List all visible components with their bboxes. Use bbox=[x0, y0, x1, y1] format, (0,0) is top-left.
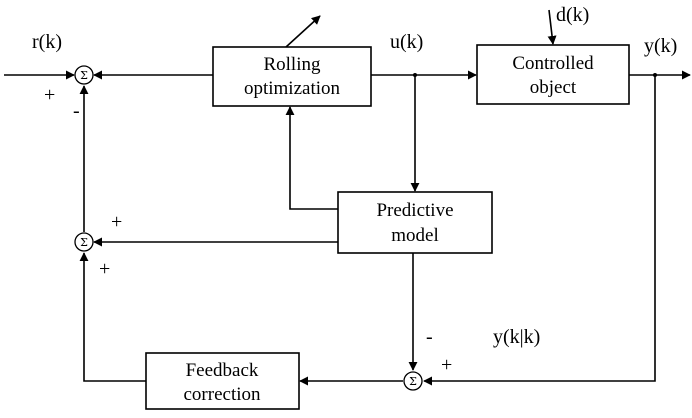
top-sum-minus-sign: - bbox=[73, 100, 80, 122]
feedback-correction-label-line2: correction bbox=[183, 384, 261, 405]
middle-sum-plus-sign-right: + bbox=[111, 211, 122, 233]
controlled-object-label-line1: Controlled bbox=[512, 53, 594, 74]
summing-junction-bottom: Σ bbox=[403, 371, 423, 391]
output-branch-point bbox=[653, 73, 657, 77]
output-feedback-arrow bbox=[423, 75, 656, 386]
rolling-optimization-label-line2: optimization bbox=[244, 78, 341, 99]
feedback-correction-label-line1: Feedback bbox=[186, 360, 259, 381]
summing-junction-bottom-symbol: Σ bbox=[409, 375, 417, 388]
summing-junction-top-symbol: Σ bbox=[80, 69, 88, 82]
predictive-model-label-line2: model bbox=[391, 225, 439, 246]
summing-junction-middle-symbol: Σ bbox=[80, 236, 88, 249]
output-signal-label: y(k) bbox=[644, 35, 677, 57]
optimization-tuning-arrow bbox=[285, 15, 321, 48]
feedback-to-middle-sum-arrow bbox=[79, 252, 146, 382]
middle-sum-plus-sign-bottom: + bbox=[99, 258, 110, 280]
top-sum-plus-sign: + bbox=[44, 84, 55, 106]
predictive-model-label-line1: Predictive bbox=[376, 200, 453, 221]
reference-signal-label: r(k) bbox=[32, 31, 62, 53]
controlled-object-label-line2: object bbox=[530, 77, 577, 98]
control-branch-point bbox=[413, 73, 417, 77]
rolling-optimization-block: Rolling optimization bbox=[212, 46, 372, 107]
bottom-sum-plus-sign: + bbox=[441, 354, 452, 376]
disturbance-signal-label: d(k) bbox=[556, 4, 589, 26]
feedback-correction-block: Feedback correction bbox=[145, 352, 300, 410]
control-signal-label: u(k) bbox=[390, 31, 423, 53]
predictive-model-block: Predictive model bbox=[337, 191, 493, 254]
model-to-optimization-arrow bbox=[285, 106, 338, 210]
disturbance-arrow bbox=[547, 9, 557, 45]
predicted-output-signal-label: y(k|k) bbox=[493, 326, 540, 348]
bottom-sum-minus-sign: - bbox=[426, 326, 433, 348]
rolling-optimization-label-line1: Rolling bbox=[263, 54, 321, 75]
controlled-object-block: Controlled object bbox=[476, 44, 630, 105]
summing-junction-top: Σ bbox=[74, 65, 94, 85]
summing-junction-middle: Σ bbox=[74, 232, 94, 252]
